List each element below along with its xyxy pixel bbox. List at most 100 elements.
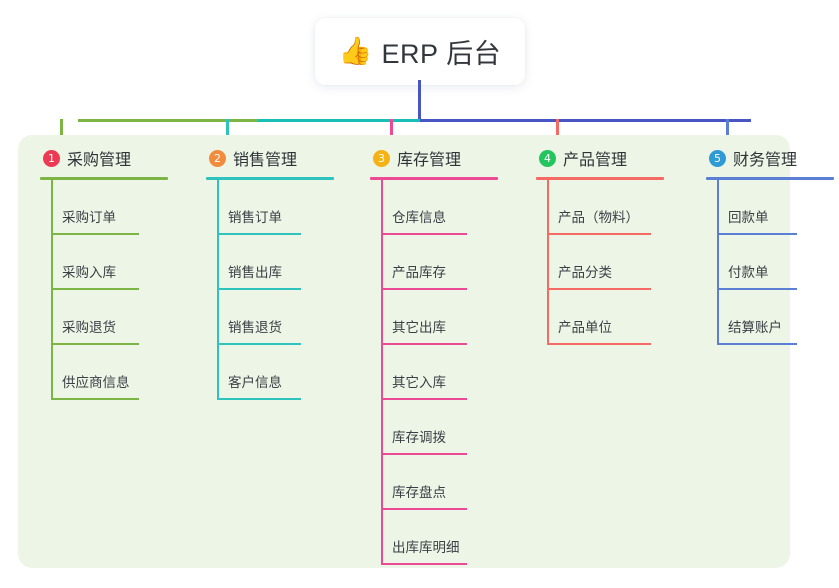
branch-badge-2: 2 [209, 149, 226, 167]
branch-item[interactable]: 其它出库 [370, 290, 498, 345]
branch-item[interactable]: 销售订单 [206, 180, 334, 235]
branch-badge-1: 1 [43, 149, 60, 167]
branch-item-rule [717, 233, 797, 235]
branch-item[interactable]: 仓库信息 [370, 180, 498, 235]
branch-item-label: 采购入库 [62, 265, 116, 280]
branch-item[interactable]: 回款单 [706, 180, 834, 235]
branch-item-label: 库存盘点 [392, 485, 446, 500]
root-node[interactable]: 👍 ERP 后台 [315, 18, 525, 85]
branch-header-rule-4 [536, 177, 664, 180]
branch-header-1[interactable]: 1 采购管理 [40, 143, 168, 173]
branch-spine-1 [51, 180, 53, 400]
branch-item[interactable]: 付款单 [706, 235, 834, 290]
branch-header-rule-5 [706, 177, 834, 180]
branch-spine-2 [217, 180, 219, 400]
branch-item-rule [717, 343, 797, 345]
branch-item-rule [381, 288, 467, 290]
branch-item-rule [381, 233, 467, 235]
branch-item-rule [381, 453, 467, 455]
branch-item-label: 销售退货 [228, 320, 282, 335]
branch-item-rule [381, 563, 467, 565]
branch-item-label: 供应商信息 [62, 375, 130, 390]
branch-item-rule [217, 398, 301, 400]
branch-item-label: 销售订单 [228, 210, 282, 225]
branch-item-label: 回款单 [728, 210, 769, 225]
branch-title-3: 库存管理 [397, 152, 462, 169]
branch-item[interactable]: 供应商信息 [40, 345, 168, 400]
branch-item-label: 仓库信息 [392, 210, 446, 225]
branch-item-rule [381, 508, 467, 510]
branch-item[interactable]: 产品单位 [536, 290, 664, 345]
branch-item-label: 产品库存 [392, 265, 446, 280]
branch-item[interactable]: 出库库明细 [370, 510, 498, 565]
branch-column-3: 3 库存管理仓库信息产品库存其它出库其它入库库存调拨库存盘点出库库明细 [370, 143, 498, 565]
branch-item-rule [217, 233, 301, 235]
branch-badge-5: 5 [709, 149, 726, 167]
branch-item[interactable]: 销售退货 [206, 290, 334, 345]
branch-title-1: 采购管理 [67, 152, 132, 169]
branch-item-rule [547, 233, 651, 235]
branch-item-rule [51, 398, 139, 400]
branch-item-rule [381, 398, 467, 400]
branch-item[interactable]: 产品（物料） [536, 180, 664, 235]
branch-spine-4 [547, 180, 549, 345]
branch-item[interactable]: 客户信息 [206, 345, 334, 400]
branch-item-label: 采购订单 [62, 210, 116, 225]
thumbs-up-icon: 👍 [338, 36, 373, 66]
connector-bus-teal [258, 119, 420, 122]
branch-column-5: 5 财务管理回款单付款单结算账户 [706, 143, 834, 345]
branch-items-3: 仓库信息产品库存其它出库其它入库库存调拨库存盘点出库库明细 [370, 180, 498, 565]
branch-item-label: 其它入库 [392, 375, 446, 390]
branch-item-rule [547, 343, 651, 345]
branch-item-label: 客户信息 [228, 375, 282, 390]
branch-items-1: 采购订单采购入库采购退货供应商信息 [40, 180, 168, 400]
branch-items-2: 销售订单销售出库销售退货客户信息 [206, 180, 334, 400]
branch-header-rule-3 [370, 177, 498, 180]
branch-item-label: 付款单 [728, 265, 769, 280]
branch-item[interactable]: 库存盘点 [370, 455, 498, 510]
branch-item-label: 库存调拨 [392, 430, 446, 445]
branch-header-rule-2 [206, 177, 334, 180]
branch-item-rule [51, 288, 139, 290]
branch-item[interactable]: 产品库存 [370, 235, 498, 290]
branch-spine-5 [717, 180, 719, 345]
branch-item[interactable]: 库存调拨 [370, 400, 498, 455]
branch-item[interactable]: 采购订单 [40, 180, 168, 235]
branch-item-rule [381, 343, 467, 345]
branch-item[interactable]: 其它入库 [370, 345, 498, 400]
branch-item[interactable]: 结算账户 [706, 290, 834, 345]
branch-items-4: 产品（物料） 产品分类产品单位 [536, 180, 664, 345]
branch-item-label: 销售出库 [228, 265, 282, 280]
connector-bus-green [78, 119, 258, 122]
root-title: ERP 后台 [381, 39, 502, 69]
branch-item-label: 产品单位 [558, 320, 612, 335]
branch-title-5: 财务管理 [733, 152, 798, 169]
branch-spine-3 [381, 180, 383, 565]
branch-column-1: 1 采购管理采购订单采购入库采购退货供应商信息 [40, 143, 168, 400]
branch-header-5[interactable]: 5 财务管理 [706, 143, 834, 173]
branch-item-rule [51, 233, 139, 235]
branch-item-label: 出库库明细 [392, 540, 460, 555]
branch-item-label: 其它出库 [392, 320, 446, 335]
branch-items-5: 回款单付款单结算账户 [706, 180, 834, 345]
branch-title-4: 产品管理 [563, 152, 628, 169]
connector-bus-indigo [420, 119, 751, 122]
connector-trunk [418, 80, 421, 122]
branch-item-rule [51, 343, 139, 345]
branch-item-rule [217, 288, 301, 290]
branch-item[interactable]: 产品分类 [536, 235, 664, 290]
branch-badge-3: 3 [373, 149, 390, 167]
branch-header-3[interactable]: 3 库存管理 [370, 143, 498, 173]
branch-item[interactable]: 销售出库 [206, 235, 334, 290]
branch-item[interactable]: 采购入库 [40, 235, 168, 290]
branch-item-label: 产品（物料） [558, 210, 639, 225]
branch-item-label: 结算账户 [728, 320, 782, 335]
branch-item-rule [547, 288, 651, 290]
branch-item[interactable]: 采购退货 [40, 290, 168, 345]
branch-item-label: 采购退货 [62, 320, 116, 335]
